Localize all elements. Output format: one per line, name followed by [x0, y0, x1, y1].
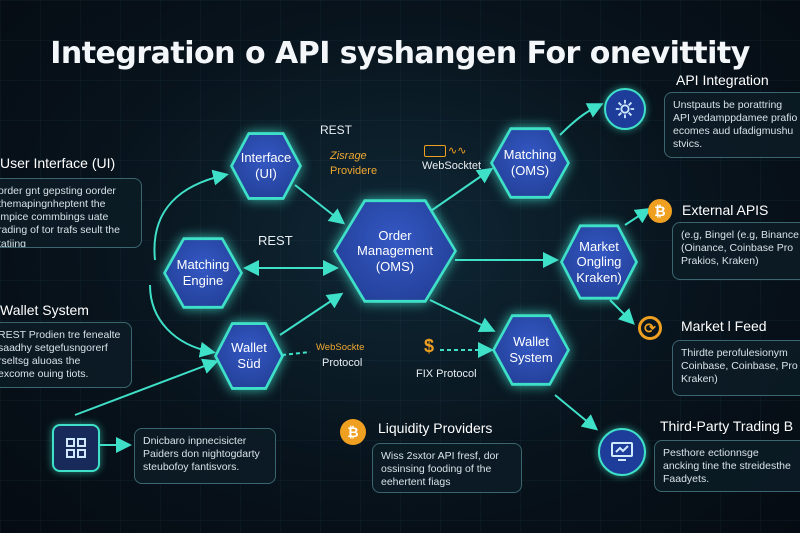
node-matching-oms[interactable]: Matching (OMS): [490, 125, 570, 201]
plug-icon: [424, 145, 446, 157]
trading-screen-icon[interactable]: [598, 428, 646, 476]
node-market-ongling[interactable]: Market Ongling Kraken): [560, 222, 638, 302]
right-box-market-feed-text: Thirdte perofulesionym Coinbase, Coinbas…: [681, 347, 798, 386]
zigzag-icon: ∿∿: [448, 145, 467, 157]
edge-label-rest-top: REST: [320, 123, 353, 137]
edge-label-websocket-mid: WebSockte: [316, 342, 365, 353]
right-box-api: Unstpauts be porattring API yedamppdamee…: [664, 92, 800, 158]
refresh-icon: ⟳: [638, 316, 662, 340]
grid-app-icon[interactable]: [52, 424, 100, 472]
node-oms[interactable]: Order Management (OMS): [333, 196, 457, 306]
edge-wallet-ws: [281, 351, 311, 356]
edge-wallet-third: [554, 394, 599, 431]
edge-market-feed: [609, 299, 635, 325]
edge-label-rest-left: REST: [258, 233, 293, 248]
node-wallet-sud[interactable]: Wallet Süd: [214, 320, 284, 392]
node-matching-engine-label: Matching Engine: [166, 240, 240, 306]
edge-label-zisrage: Zisrage: [330, 150, 367, 162]
gear-network-icon[interactable]: [604, 88, 646, 130]
node-wallet-system[interactable]: Wallet System: [492, 312, 570, 388]
node-matching-engine[interactable]: Matching Engine: [163, 235, 243, 311]
edge-oms-wallet: [429, 299, 496, 332]
right-heading-external: External APIS: [682, 202, 769, 218]
right-box-external: (e.g, Bingel (e.g, Binance (Oinance, Coi…: [672, 222, 800, 280]
edge-interface-oms: [294, 184, 346, 225]
right-box-third-party: Pesthore ectionnsge ancking tine the str…: [654, 440, 800, 492]
liquidity-heading: Liquidity Providers: [378, 420, 493, 436]
left-box-ui: order gnt gepsting oorder themapingnhept…: [0, 178, 142, 248]
edge-left-to-wallet: [149, 284, 216, 358]
edge-ui-to-interface: [153, 169, 229, 261]
bitcoin-icon: ₿: [648, 199, 672, 223]
edge-wallet-oms: [279, 292, 344, 336]
page-title: Integration o API syshangen For onevitti…: [50, 36, 750, 71]
edge-icon-wallet: [74, 358, 219, 416]
left-box-ui-text: order gnt gepsting oorder themapingnhept…: [0, 185, 120, 248]
dollar-icon: $: [424, 336, 435, 356]
edge-matching-api: [559, 103, 604, 136]
left-heading-ui: User Interface (UI): [0, 155, 116, 171]
edge-oms-matching: [424, 167, 494, 216]
edge-label-websocket-top: WebSocktet: [422, 160, 482, 172]
node-interface-label: Interface (UI): [233, 134, 299, 198]
left-box-wallet: REST Prodien tre fenealte saadhy setgefu…: [0, 322, 132, 388]
left-box-bottom: Dnicbaro inpnecisicter Paiders don night…: [134, 428, 276, 484]
right-heading-api: API Integration: [676, 72, 769, 88]
left-box-bottom-text: Dnicbaro inpnecisicter Paiders don night…: [143, 435, 260, 474]
edge-label-protocol: Protocol: [322, 357, 363, 369]
liquidity-box: Wiss 2sxtor API fresf, dor ossinsing foo…: [372, 443, 522, 493]
right-box-market-feed: Thirdte perofulesionym Coinbase, Coinbas…: [672, 340, 800, 396]
liquidity-box-text: Wiss 2sxtor API fresf, dor ossinsing foo…: [381, 450, 499, 489]
edge-label-providere: Providere: [330, 165, 378, 177]
left-box-wallet-text: REST Prodien tre fenealte saadhy setgefu…: [0, 329, 121, 381]
right-box-third-party-text: Pesthore ectionnsge ancking tine the str…: [663, 447, 791, 486]
right-heading-market-feed: Market l Feed: [681, 318, 767, 334]
right-box-api-text: Unstpauts be porattring API yedamppdamee…: [673, 99, 798, 151]
node-interface[interactable]: Interface (UI): [230, 130, 302, 202]
liquidity-bitcoin-icon: ₿: [340, 419, 366, 445]
edge-market-external: [624, 207, 652, 226]
node-oms-label: Order Management (OMS): [336, 202, 454, 300]
edge-label-fix-protocol: FIX Protocol: [416, 368, 477, 380]
left-heading-wallet: Wallet System: [0, 302, 89, 318]
right-box-external-text: (e.g, Bingel (e.g, Binance (Oinance, Coi…: [681, 229, 799, 268]
right-heading-third-party: Third-Party Trading B: [660, 418, 794, 434]
node-wallet-system-label: Wallet System: [495, 317, 567, 383]
